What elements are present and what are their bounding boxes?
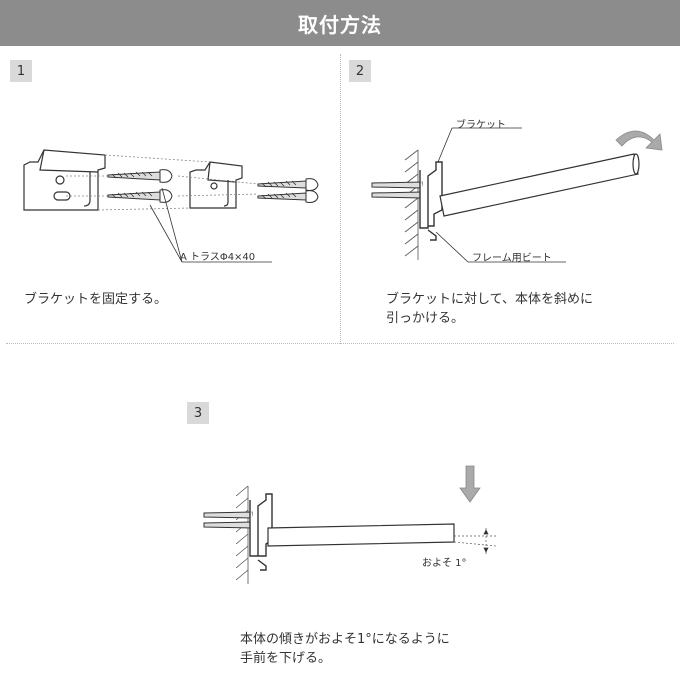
page-header: 取付方法 — [0, 0, 680, 46]
divider-horizontal — [6, 343, 674, 344]
bracket-small — [189, 161, 243, 209]
angle-guide — [453, 528, 497, 556]
down-arrow-icon — [459, 465, 481, 503]
bracket-icon — [419, 161, 443, 241]
bracket-large — [23, 149, 106, 211]
step-2-illustration — [371, 127, 663, 263]
screw-icon — [107, 169, 173, 203]
step-3-caption: 本体の傾きがおよそ1°になるように 手前を下げる。 — [240, 632, 450, 666]
leader-line — [435, 127, 566, 263]
screw-icon — [203, 511, 253, 529]
step-1-illustration — [23, 149, 319, 263]
leader-line — [149, 187, 272, 263]
angle-ticks — [483, 529, 489, 553]
rod-icon — [439, 153, 640, 217]
bracket-label: ブラケット — [456, 120, 506, 131]
screw-icon — [257, 178, 319, 203]
step-3-badge: 3 — [187, 402, 209, 424]
step-1-badge: 1 — [10, 60, 32, 82]
step-2-badge: 2 — [349, 60, 371, 82]
bracket-icon — [249, 493, 273, 571]
step-2-caption: ブラケットに対して、本体を斜めに 引っかける。 — [386, 292, 593, 326]
step-1-caption: ブラケットを固定する。 — [24, 292, 168, 307]
rod-icon — [267, 523, 455, 547]
step-3-number: 3 — [193, 405, 203, 421]
step-1-number: 1 — [16, 63, 26, 79]
screw-label: A トラスΦ4×40 — [180, 252, 256, 263]
divider-vertical — [340, 54, 341, 344]
wall-icon — [235, 485, 249, 584]
rotate-arrow-icon — [615, 130, 663, 151]
frame-bead-label: フレーム用ビート — [472, 253, 552, 264]
step-2-number: 2 — [355, 63, 365, 79]
guide-lines — [66, 154, 259, 211]
angle-label: およそ 1° — [422, 558, 467, 569]
page-title: 取付方法 — [298, 12, 382, 37]
